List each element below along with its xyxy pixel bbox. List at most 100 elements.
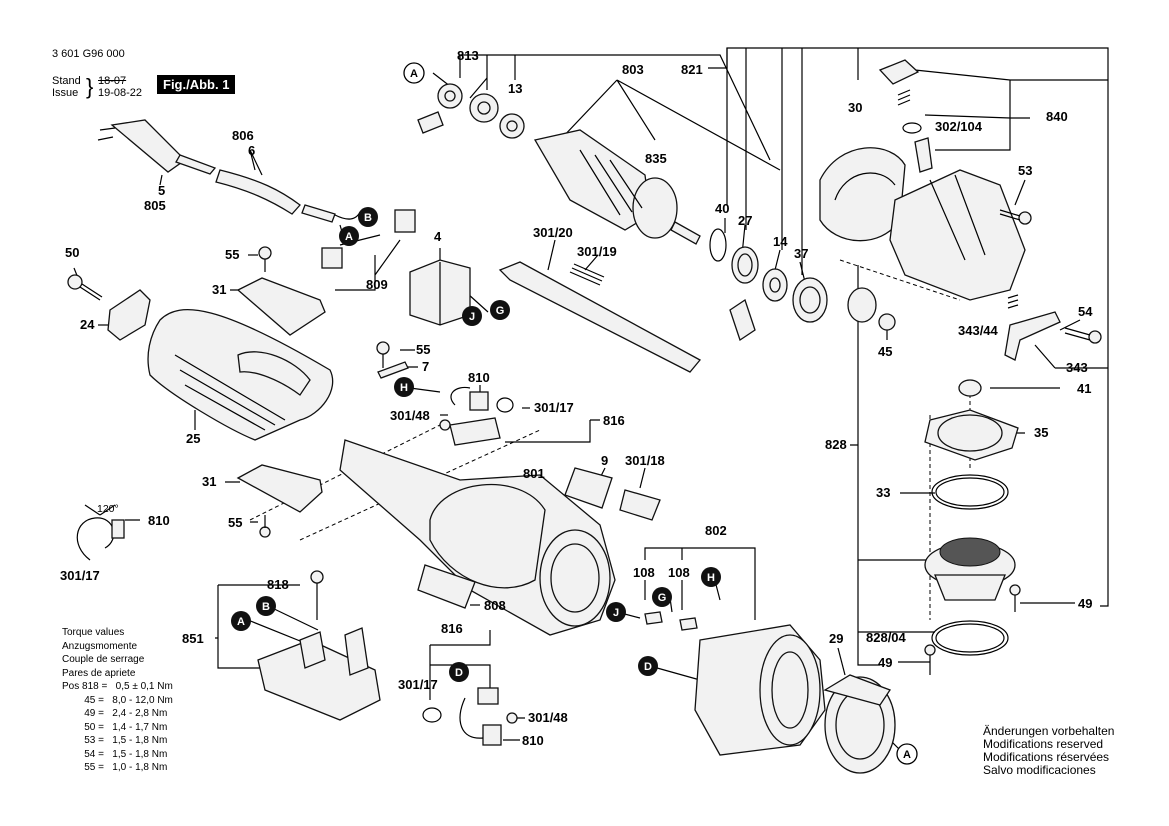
svg-text:B: B xyxy=(364,212,372,224)
label-7: 7 xyxy=(422,359,429,374)
label-828-04: 828/04 xyxy=(866,630,907,645)
screw-55c xyxy=(259,515,271,538)
label-835: 835 xyxy=(645,151,667,166)
label-41: 41 xyxy=(1077,381,1091,396)
badge-g-stator: G xyxy=(652,587,672,607)
screw-50 xyxy=(67,274,103,301)
screw-818 xyxy=(310,570,324,620)
figure-label: Fig./Abb. 1 xyxy=(157,75,236,94)
cover-31-bottom xyxy=(236,464,323,513)
badge-j-switch: J xyxy=(462,306,482,326)
label-14: 14 xyxy=(773,234,788,249)
switch-rod-301-20 xyxy=(498,261,702,373)
label-30: 30 xyxy=(848,100,862,115)
label-45: 45 xyxy=(878,344,892,359)
label-31b: 31 xyxy=(202,474,216,489)
label-810b: 810 xyxy=(148,513,170,528)
label-55b: 55 xyxy=(416,342,430,357)
label-25: 25 xyxy=(186,431,200,446)
label-33: 33 xyxy=(876,485,890,500)
badge-d-stator: D xyxy=(638,656,658,676)
torque-row: 50 = 1,4 - 1,7 Nm xyxy=(62,721,168,733)
circlip-40 xyxy=(709,228,727,262)
torque-title-de: Anzugsmomente xyxy=(62,640,138,652)
label-108b: 108 xyxy=(668,565,690,580)
svg-text:G: G xyxy=(496,305,505,317)
label-851: 851 xyxy=(182,631,204,646)
svg-text:J: J xyxy=(469,311,475,323)
label-301-17b: 301/17 xyxy=(60,568,100,583)
label-816b: 816 xyxy=(441,621,463,636)
label-35: 35 xyxy=(1034,425,1048,440)
label-55a: 55 xyxy=(225,247,239,262)
note-en: Modifications reserved xyxy=(983,737,1104,751)
badge-a-top: A xyxy=(403,62,425,84)
brush-809b xyxy=(394,209,416,233)
note-es: Salvo modificaciones xyxy=(983,763,1096,777)
label-821: 821 xyxy=(681,62,703,77)
svg-text:D: D xyxy=(455,667,463,679)
label-9: 9 xyxy=(601,453,608,468)
badge-a-handle: A xyxy=(231,611,251,631)
torque-row: 53 = 1,5 - 1,8 Nm xyxy=(62,735,168,746)
svg-text:D: D xyxy=(644,661,652,673)
cover-31-top xyxy=(236,277,326,336)
label-301-20: 301/20 xyxy=(533,225,573,240)
ring-27 xyxy=(731,246,759,284)
label-13: 13 xyxy=(508,81,522,96)
label-809: 809 xyxy=(366,277,388,292)
label-53: 53 xyxy=(1018,163,1032,178)
armature-835 xyxy=(533,129,701,245)
label-37: 37 xyxy=(794,246,808,261)
bevel-gear xyxy=(924,537,1016,601)
part-labels: 813 803 821 13 835 30 840 302/104 53 806… xyxy=(60,48,1093,748)
label-54: 54 xyxy=(1078,304,1093,319)
label-343: 343 xyxy=(1066,360,1088,375)
spindle-lock-343 xyxy=(1004,294,1061,361)
bearing-13 xyxy=(499,113,525,139)
oring-828-04 xyxy=(931,620,1009,656)
svg-text:J: J xyxy=(613,607,619,619)
label-803: 803 xyxy=(622,62,644,77)
torque-row: Pos 818 = 0,5 ± 0,1 Nm xyxy=(62,681,173,692)
badge-j-housing: J xyxy=(606,602,626,622)
torque-table: Torque values Anzugsmomente Couple de se… xyxy=(62,626,173,775)
label-802: 802 xyxy=(705,523,727,538)
modification-notes: Änderungen vorbehalten Modifications res… xyxy=(983,725,1114,777)
cover-301-18 xyxy=(619,489,661,521)
brush-holder-816b xyxy=(459,687,502,746)
label-301-18: 301/18 xyxy=(625,453,665,468)
old-date: 18-07 xyxy=(98,75,127,87)
screw-301-48a xyxy=(439,419,451,431)
badge-a-cable: A xyxy=(339,226,359,246)
label-4: 4 xyxy=(434,229,442,244)
svg-text:B: B xyxy=(262,601,270,613)
label-108a: 108 xyxy=(633,565,655,580)
screw-49b xyxy=(924,644,936,675)
key-tool xyxy=(729,298,756,342)
fan-cover-29 xyxy=(823,674,896,774)
badge-a-fan: A xyxy=(896,743,918,765)
issue-date: 19-08-22 xyxy=(98,87,143,99)
flange-35 xyxy=(924,409,1019,461)
power-plug-part xyxy=(97,119,217,175)
label-49a: 49 xyxy=(1078,596,1092,611)
svg-text:H: H xyxy=(400,382,408,394)
bushing-41 xyxy=(958,379,982,397)
switch-4 xyxy=(409,259,471,326)
cable-sleeve-part xyxy=(215,169,361,223)
label-49b: 49 xyxy=(878,655,892,670)
badge-d-bottom: D xyxy=(449,662,469,682)
note-fr: Modifications réservées xyxy=(983,750,1110,764)
stand-label: Stand xyxy=(52,75,81,87)
label-5: 5 xyxy=(158,183,165,198)
terminals-108 xyxy=(644,611,698,631)
torque-row: 54 = 1,5 - 1,8 Nm xyxy=(62,748,168,760)
guard-30 xyxy=(819,147,906,242)
label-302-104: 302/104 xyxy=(935,119,983,134)
svg-text:H: H xyxy=(707,572,715,584)
stator-802 xyxy=(694,624,826,756)
motor-housing-801 xyxy=(339,439,616,636)
nut-37 xyxy=(792,277,828,323)
